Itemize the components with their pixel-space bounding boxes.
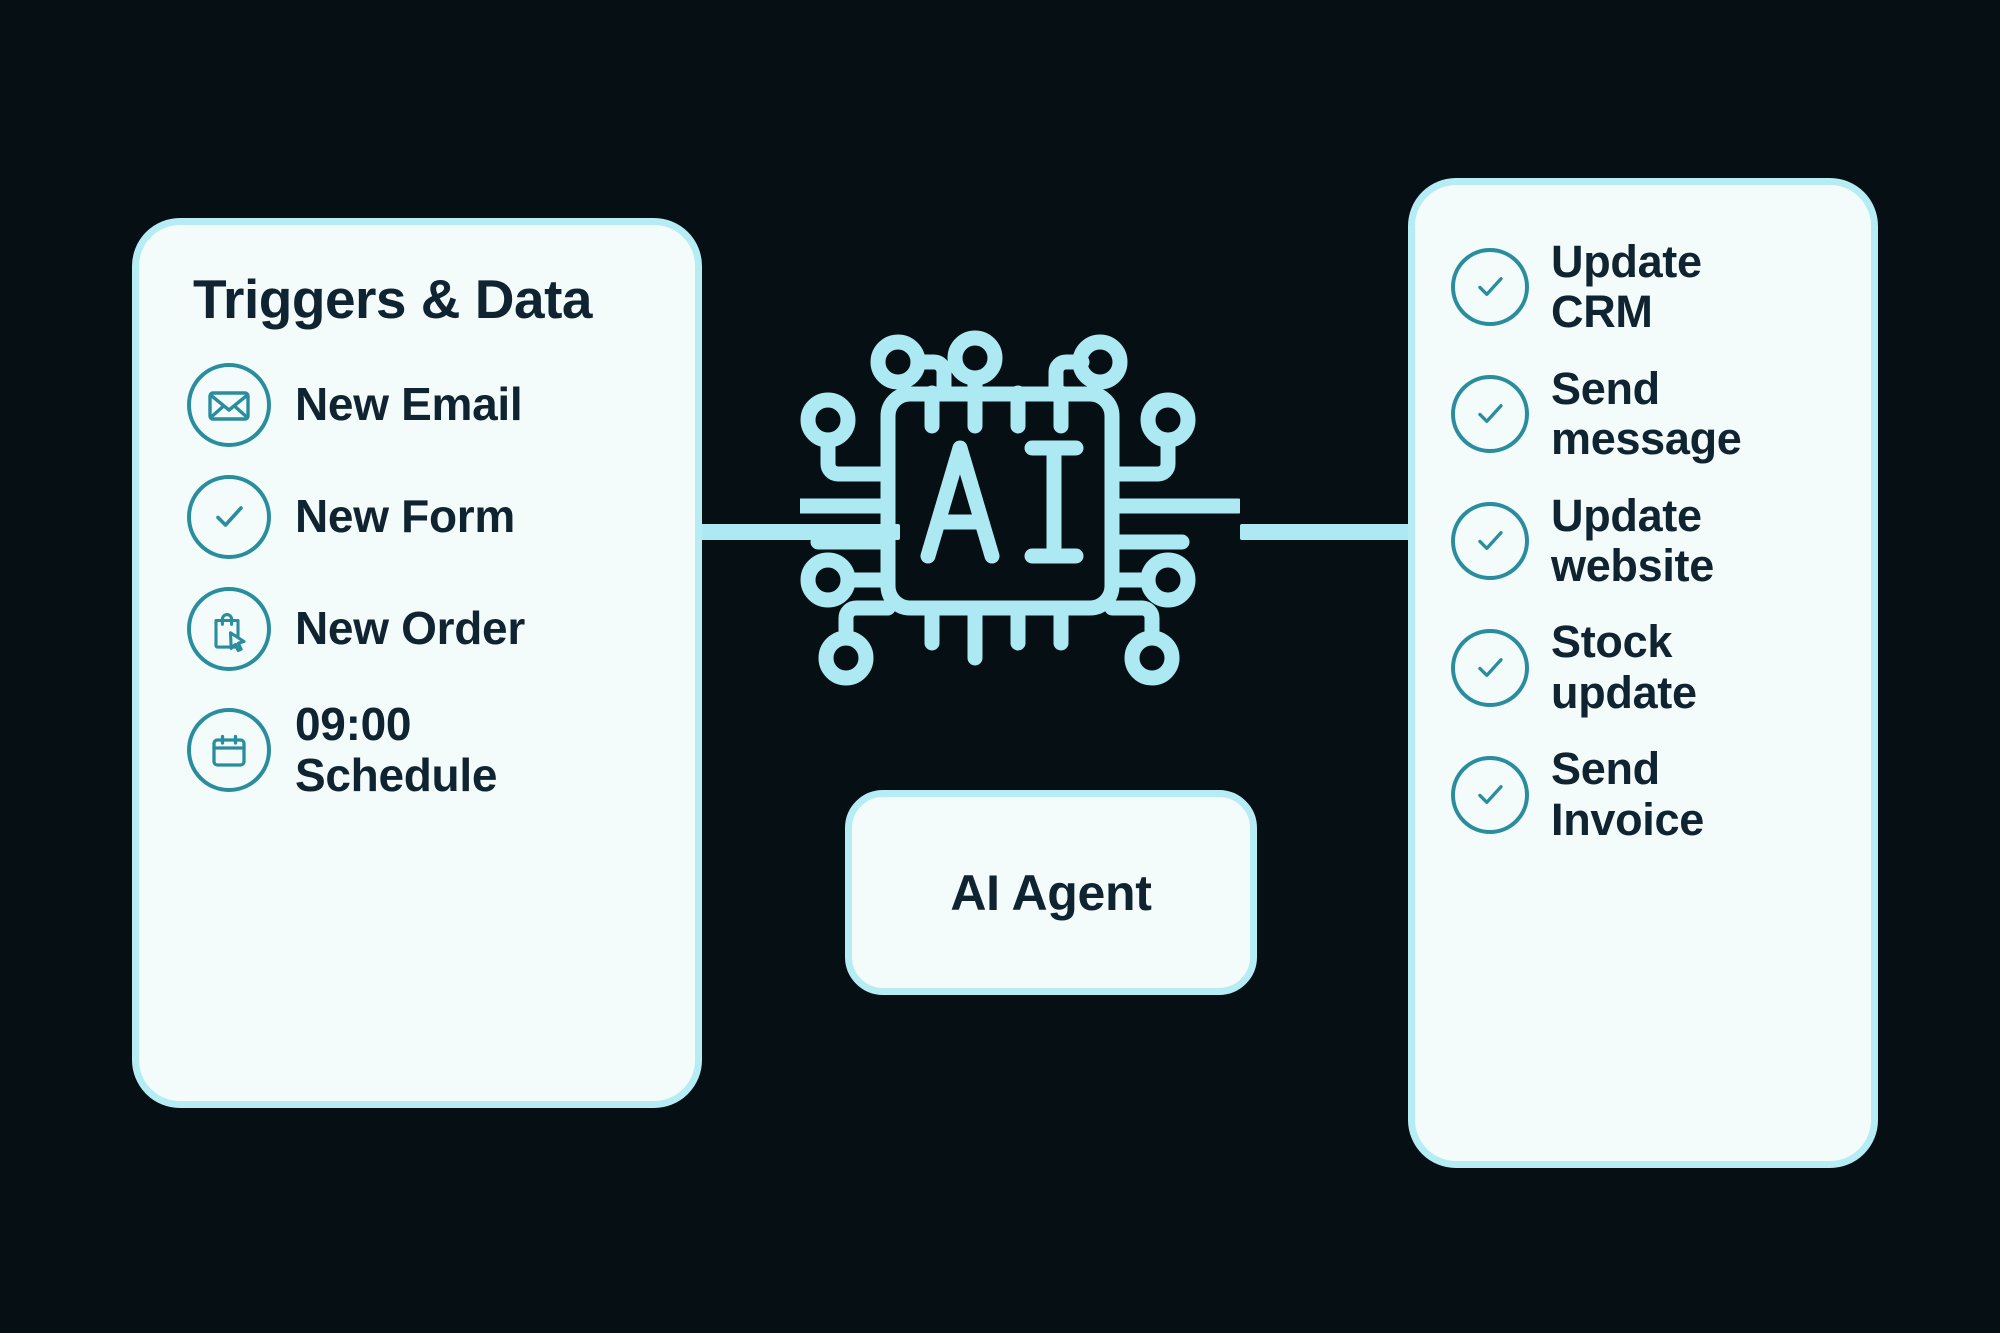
ai-microchip-icon <box>800 318 1240 738</box>
list-item-label: Update CRM <box>1551 236 1702 338</box>
calendar-icon <box>187 708 271 793</box>
action-list: Update CRM Send message Update website <box>1451 236 1839 845</box>
check-circle-icon <box>1451 628 1529 707</box>
list-item[interactable]: New Form <box>187 474 655 559</box>
list-item-label: 09:00 Schedule <box>295 697 498 802</box>
list-item-label: New Order <box>295 601 525 654</box>
check-circle-icon <box>187 474 271 559</box>
list-item[interactable]: New Order <box>187 586 655 671</box>
list-item-label: Stock update <box>1551 616 1697 718</box>
check-circle-icon <box>1451 501 1529 580</box>
envelope-icon <box>187 362 271 447</box>
check-circle-icon <box>1451 755 1529 834</box>
actions-card: Update CRM Send message Update website <box>1408 178 1878 1168</box>
list-item[interactable]: 09:00 Schedule <box>187 697 655 802</box>
connector-line-right <box>1240 524 1420 540</box>
list-item[interactable]: New Email <box>187 362 655 447</box>
list-item[interactable]: Update CRM <box>1451 236 1839 338</box>
shopping-bag-cursor-icon <box>187 586 271 671</box>
ai-agent-label: AI Agent <box>950 864 1152 921</box>
list-item-label: Update website <box>1551 489 1714 591</box>
trigger-list: New Email New Form <box>187 362 655 802</box>
triggers-card-title: Triggers & Data <box>193 268 593 330</box>
ai-agent-card: AI Agent <box>845 790 1257 995</box>
list-item-label: Send message <box>1551 362 1742 465</box>
list-item[interactable]: Send message <box>1451 362 1839 465</box>
list-item[interactable]: Update website <box>1451 489 1839 592</box>
list-item-label: New Form <box>295 489 515 542</box>
triggers-and-data-card: Triggers & Data New Email <box>132 218 702 1108</box>
list-item-label: Send Invoice <box>1551 743 1704 845</box>
check-circle-icon <box>1451 375 1529 454</box>
list-item[interactable]: Send Invoice <box>1451 743 1839 845</box>
check-circle-icon <box>1451 248 1529 327</box>
list-item[interactable]: Stock update <box>1451 617 1839 718</box>
list-item-label: New Email <box>295 377 523 430</box>
